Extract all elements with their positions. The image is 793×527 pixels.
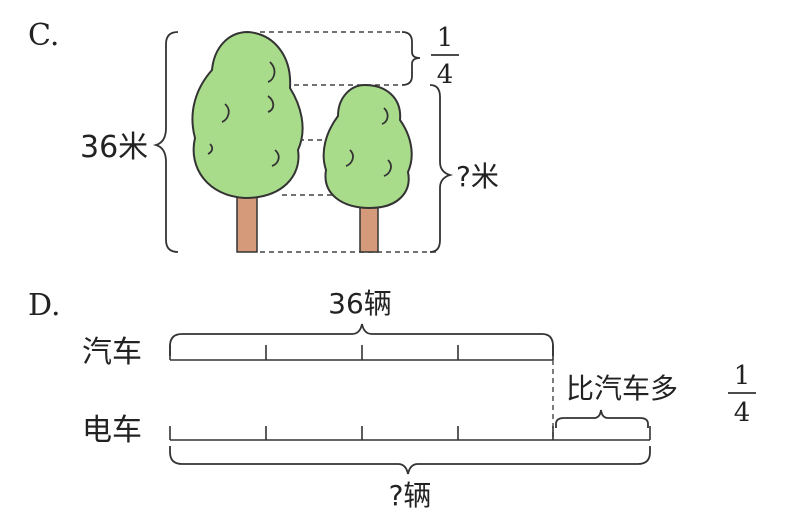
- car-total-label: 36辆: [328, 287, 392, 320]
- car-total-brace: [169, 323, 554, 356]
- ebike-total-label: ?辆: [389, 479, 432, 512]
- ebike-label: 电车: [82, 413, 142, 448]
- left-height-brace: [152, 31, 179, 253]
- big-tree-trunk: [236, 189, 258, 253]
- diagram-c: C. 36米: [28, 18, 499, 253]
- ebike-segment-line: [169, 426, 651, 441]
- fraction-brace: [401, 31, 421, 86]
- diagram-d: D. 36辆 汽车 比汽车多 1 4: [28, 287, 756, 512]
- unknown-height-brace: [429, 84, 454, 253]
- small-tree-icon: [322, 83, 413, 253]
- small-tree-trunk: [359, 204, 379, 253]
- extra-segment-brace: [555, 409, 649, 428]
- c-fraction-denominator: 4: [437, 60, 454, 90]
- d-fraction-numerator: 1: [734, 361, 751, 391]
- dashed-guides: [260, 31, 440, 253]
- small-tree-foliage-details: [345, 107, 392, 177]
- big-tree-foliage-details: [207, 61, 280, 167]
- big-tree-foliage: [191, 30, 304, 200]
- big-tree-icon: [191, 30, 304, 253]
- diagram-c-label: C.: [28, 18, 59, 53]
- d-fraction-denominator: 4: [734, 398, 751, 428]
- total-height-label: 36米: [80, 130, 148, 165]
- car-label: 汽车: [82, 335, 142, 370]
- ebike-total-brace: [169, 446, 651, 475]
- small-tree-foliage: [322, 83, 413, 210]
- car-segment-line: [169, 345, 554, 361]
- comparison-label: 比汽车多: [566, 372, 678, 405]
- c-fraction-numerator: 1: [437, 23, 454, 53]
- unknown-height-label: ?米: [456, 160, 499, 193]
- diagram-d-label: D.: [28, 288, 61, 323]
